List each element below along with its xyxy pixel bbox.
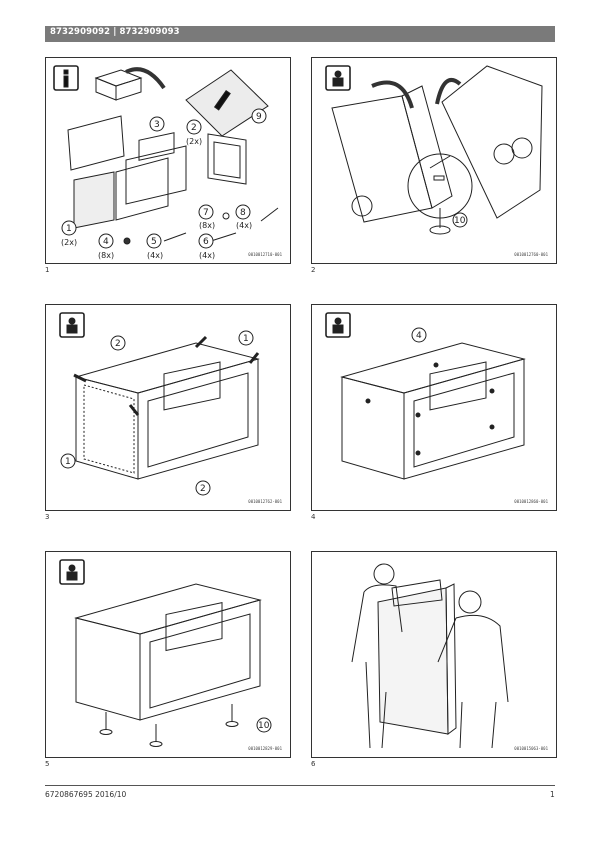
info-icon bbox=[53, 65, 79, 91]
installer-icon bbox=[325, 65, 351, 91]
callout-1: 1 bbox=[65, 457, 71, 467]
callout-4: 4 bbox=[416, 331, 422, 341]
callout-5: 5 bbox=[151, 237, 157, 247]
callout-2: 2 bbox=[200, 484, 206, 494]
callout-1: 1 bbox=[243, 334, 249, 344]
qty-5: (4x) bbox=[147, 251, 163, 260]
page-number: 1 bbox=[550, 790, 555, 799]
callout-8: 8 bbox=[240, 208, 246, 218]
figure-1-drawing: 3 2 9 1 4 5 6 7 8 (2x) (2x) (8x) (4x) (4… bbox=[53, 65, 279, 260]
figure-code: 0010012762-001 bbox=[248, 499, 282, 504]
callout-2: 2 bbox=[191, 123, 197, 133]
qty-6: (4x) bbox=[199, 251, 215, 260]
figure-code: 0010012860-001 bbox=[514, 499, 548, 504]
figure-number: 4 bbox=[311, 513, 316, 521]
callout-10: 10 bbox=[258, 721, 270, 731]
callout-1: 1 bbox=[66, 224, 72, 234]
qty-7: (8x) bbox=[199, 221, 215, 230]
callout-6: 6 bbox=[203, 237, 209, 247]
figure-number: 2 bbox=[311, 266, 316, 274]
figure-1: 3 2 9 1 4 5 6 7 8 (2x) (2x) (8x) (4x) (4… bbox=[45, 57, 291, 264]
figure-number: 3 bbox=[45, 513, 50, 521]
figure-4-drawing: 4 bbox=[325, 312, 526, 480]
figure-code: 0010012760-001 bbox=[514, 252, 548, 257]
callout-10: 10 bbox=[454, 216, 466, 226]
callout-3: 3 bbox=[154, 120, 160, 130]
figure-code: 0010015063-001 bbox=[514, 746, 548, 751]
installer-icon bbox=[59, 312, 85, 338]
figure-code: 0010012829-001 bbox=[248, 746, 282, 751]
figure-3-drawing: 2 1 1 2 bbox=[59, 312, 260, 496]
qty-4: (8x) bbox=[98, 251, 114, 260]
header-title: 8732909092 | 8732909093 bbox=[50, 27, 180, 37]
qty-8: (4x) bbox=[236, 221, 252, 230]
figure-number: 1 bbox=[45, 266, 50, 274]
qty-1: (2x) bbox=[61, 238, 77, 247]
figure-3: 2 1 1 2 0010012762-001 bbox=[45, 304, 291, 511]
figure-number: 5 bbox=[45, 760, 50, 768]
installer-icon bbox=[325, 312, 351, 338]
figure-6-drawing bbox=[351, 563, 509, 749]
figure-2-drawing: 10 bbox=[325, 65, 543, 235]
callout-9: 9 bbox=[256, 112, 262, 122]
callout-7: 7 bbox=[203, 208, 209, 218]
figure-6: 0010015063-001 bbox=[311, 551, 557, 758]
figure-4: 4 0010012860-001 bbox=[311, 304, 557, 511]
figure-5: 10 0010012829-001 bbox=[45, 551, 291, 758]
header-bar: 8732909092 | 8732909093 bbox=[45, 26, 555, 42]
installer-icon bbox=[59, 559, 85, 585]
footer-divider bbox=[45, 785, 555, 786]
figure-5-drawing: 10 bbox=[59, 559, 272, 747]
figure-number: 6 bbox=[311, 760, 316, 768]
callouts bbox=[61, 108, 267, 249]
callout-4: 4 bbox=[103, 237, 109, 247]
figure-2: 10 0010012760-001 bbox=[311, 57, 557, 264]
qty-2: (2x) bbox=[186, 137, 202, 146]
callout-2: 2 bbox=[115, 339, 121, 349]
footer-doc: 6720867695 2016/10 bbox=[45, 790, 127, 799]
figure-code: 0010012710-001 bbox=[248, 252, 282, 257]
